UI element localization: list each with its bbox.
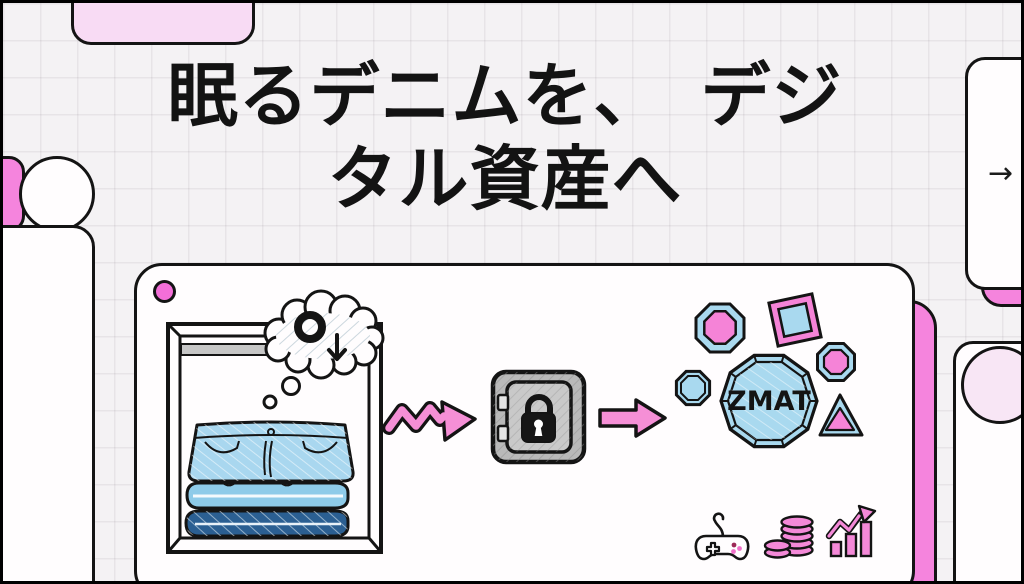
padlock-icon <box>521 394 556 443</box>
deco-pill-top <box>71 3 255 45</box>
zigzag-arrow-icon <box>382 400 477 442</box>
growth-chart-icon <box>825 504 877 558</box>
arrow-right-nav-icon: → <box>988 156 1014 191</box>
arrow-right-icon <box>598 398 667 438</box>
closet-denim-illustration <box>166 289 385 554</box>
zmat-token-label: ZMAT <box>727 386 811 417</box>
token-triangle-icon <box>818 393 864 437</box>
token-octagon-blue-icon <box>674 369 712 407</box>
title-line-1: 眠るデニムを、 デジ <box>167 55 843 137</box>
token-octagon-pink-small-icon <box>816 342 856 382</box>
token-octagon-pink-large-icon <box>694 302 746 354</box>
nav-arrow-card[interactable]: → <box>965 57 1021 290</box>
game-controller-icon <box>694 512 750 561</box>
title-line-2: タル資産へ <box>327 137 683 220</box>
token-diamond-icon <box>767 292 823 348</box>
arrow-down-icon <box>327 333 347 361</box>
deco-pale-circle-bottom-right <box>961 346 1021 424</box>
card-pink-dot <box>153 280 176 303</box>
token-cluster: ZMAT <box>674 292 864 449</box>
deco-circle-left <box>19 156 95 232</box>
page-title: 眠るデニムを、 デジ タル資産へ <box>3 55 1007 220</box>
deco-tall-rect-left <box>3 225 95 581</box>
safe-icon <box>490 369 587 465</box>
sleep-ring-icon <box>294 311 326 343</box>
coins-icon <box>763 515 814 559</box>
thought-bubble-icon <box>262 289 385 410</box>
zmat-token-icon: ZMAT <box>719 353 819 449</box>
folded-jeans-icon <box>184 420 355 538</box>
